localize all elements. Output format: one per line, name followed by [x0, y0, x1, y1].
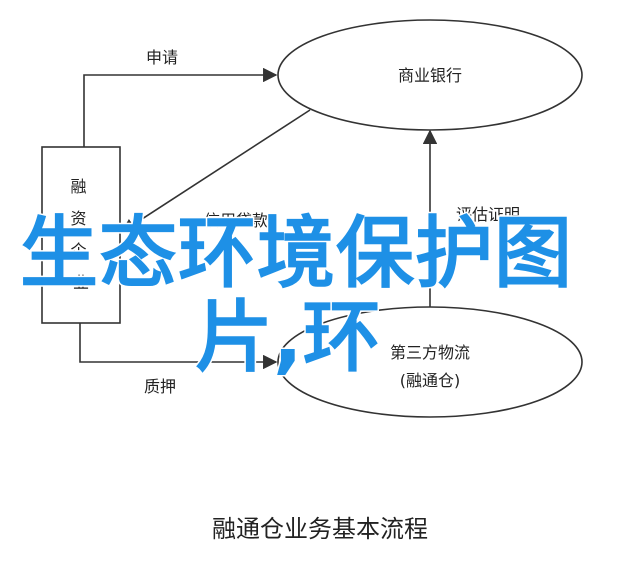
logistics-ellipse: [277, 306, 583, 418]
pledge-arrow: [79, 323, 278, 370]
logistics-label: 第三方物流: [390, 343, 470, 362]
enterprise-box: [41, 146, 121, 324]
assess-proof-label: 评估证明: [456, 205, 520, 224]
credit-loan-arrow: [120, 109, 311, 233]
apply-label: 申请: [146, 48, 178, 67]
apply-arrow: [83, 67, 278, 147]
pledge-label: 质押: [144, 377, 176, 396]
diagram-caption: 融通仓业务基本流程: [212, 515, 428, 543]
bank-label: 商业银行: [398, 66, 462, 85]
logistics-sublabel: (融通仓): [400, 371, 461, 390]
enterprise-label: 融 资 企 业: [70, 177, 91, 292]
credit-loan-label: 信用贷款: [204, 211, 268, 230]
